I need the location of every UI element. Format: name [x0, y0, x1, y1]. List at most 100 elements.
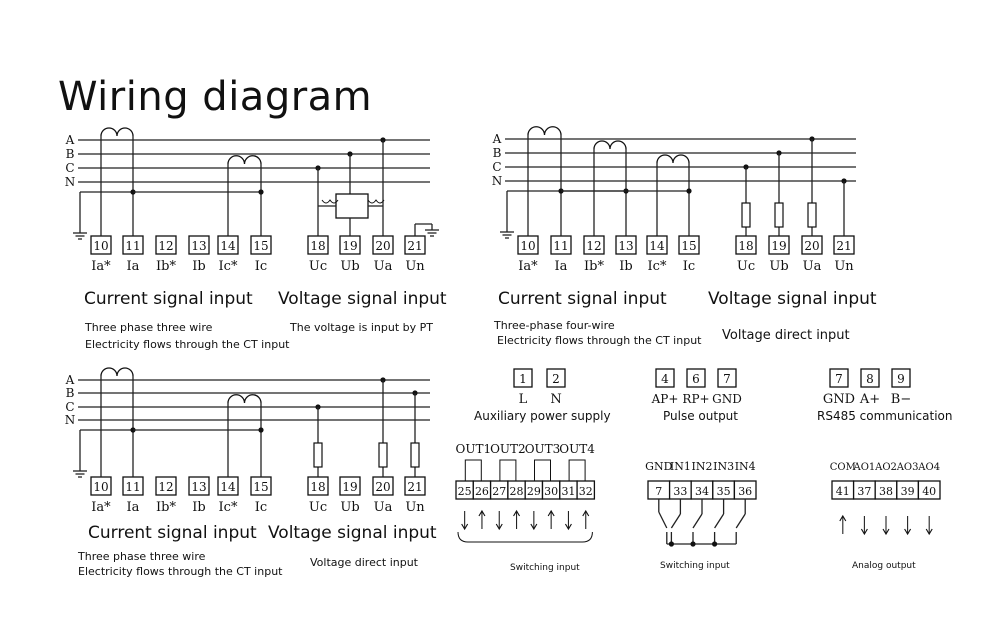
sw-out-caption: Switching input — [510, 563, 580, 573]
analog-caption: Analog output — [852, 561, 916, 571]
d2-fuse-0 — [741, 202, 751, 228]
sw-out-brace — [457, 531, 593, 543]
d1-ct-c-dot — [258, 189, 264, 195]
d1-terminal-10-number: 10 — [93, 239, 108, 253]
d2-ct-c-dot — [686, 188, 692, 194]
pulse-label-7: GND — [712, 392, 742, 406]
sw-out-arrow-27-head — [495, 523, 503, 531]
d1-ct-a — [100, 127, 134, 137]
d2-note-line2: Electricity flows through the CT input — [497, 334, 702, 347]
d2-terminal-11-number: 11 — [553, 239, 568, 253]
d2-current-heading: Current signal input — [498, 289, 667, 309]
pulse-terminal-7-box — [717, 368, 737, 388]
d1-pt-transformer — [335, 193, 369, 219]
d2-terminal-21-number: 21 — [836, 239, 851, 253]
aux-caption: Auxiliary power supply — [474, 409, 611, 423]
d3-terminal-label-21: Un — [405, 500, 425, 515]
sw-out-terminal-30-number: 30 — [544, 485, 558, 498]
sw-out-terminal-29-number: 29 — [527, 485, 541, 498]
sw-out-terminal-26-number: 26 — [475, 485, 489, 498]
d3-current-heading: Current signal input — [88, 523, 257, 543]
d1-note-line2: Electricity flows through the CT input — [85, 338, 290, 351]
d1-terminal-label-15: Ic — [255, 259, 267, 274]
sw-out-group-OUT4: OUT4 — [559, 442, 595, 456]
d3-terminal-label-18: Uc — [309, 500, 327, 515]
sw-out-arrow-29-head — [530, 523, 538, 531]
d1-terminal-15-number: 15 — [253, 239, 268, 253]
pulse-label-4: AP+ — [651, 392, 679, 406]
analog-label-COM: COM — [830, 462, 856, 473]
sw-in-label-IN2: IN2 — [692, 460, 713, 473]
sw-in-switch-1 — [670, 513, 681, 529]
analog-arrow-41-head — [839, 514, 847, 522]
sw-in-terminal-36-number: 36 — [738, 485, 752, 498]
d2-phase-label-A: A — [492, 132, 502, 146]
d3-terminal-15-number: 15 — [253, 480, 268, 494]
rs485-label-7: GND — [823, 392, 855, 407]
d1-pt-coil-r — [367, 199, 385, 204]
d3-terminal-19-box — [339, 476, 361, 496]
analog-terminal-37-number: 37 — [857, 485, 871, 498]
d3-terminal-label-11: Ia — [127, 500, 140, 515]
rs485-caption: RS485 communication — [817, 409, 953, 423]
d3-terminal-label-13: Ib — [192, 500, 205, 515]
d3-fuse-0 — [313, 442, 323, 468]
d2-voltage-heading: Voltage signal input — [708, 289, 877, 309]
analog-arrow-37-head — [860, 528, 868, 536]
analog-label-AO3: AO3 — [896, 462, 919, 473]
sw-out-bracket-OUT4 — [568, 459, 586, 481]
sw-in-terminal-7-number: 7 — [655, 485, 662, 498]
analog-label-AO1: AO1 — [853, 462, 876, 473]
d1-terminal-label-13: Ib — [192, 259, 205, 274]
d3-terminal-20-number: 20 — [375, 480, 390, 494]
d3-terminal-12-box — [155, 476, 177, 496]
sw-in-label-IN4: IN4 — [735, 460, 756, 473]
d2-terminal-label-20: Ua — [803, 259, 822, 274]
analog-label-AO2: AO2 — [874, 462, 897, 473]
sw-in-terminal-35-number: 35 — [717, 485, 731, 498]
d3-phase-label-C: C — [65, 400, 74, 414]
sw-out-group-OUT1: OUT1 — [456, 442, 492, 456]
rs485-terminal-9-number: 9 — [897, 372, 905, 386]
analog-terminal-40-number: 40 — [922, 485, 936, 498]
d1-terminal-label-12: Ib* — [156, 259, 176, 274]
d3-terminal-10-number: 10 — [93, 480, 108, 494]
sw-out-terminal-28-number: 28 — [510, 485, 524, 498]
d1-phase-label-N: N — [65, 175, 76, 189]
rs485-terminal-9-box — [891, 368, 911, 388]
d2-fuse-2 — [807, 202, 817, 228]
analog-label-AO4: AO4 — [917, 462, 940, 473]
d1-voltage-note: The voltage is input by PT — [290, 321, 433, 334]
d3-terminal-label-14: Ic* — [219, 500, 238, 515]
pulse-terminal-4-box — [655, 368, 675, 388]
rs485-terminal-7-box — [829, 368, 849, 388]
d2-terminal-label-12: Ib* — [584, 259, 604, 274]
d1-terminal-label-18: Uc — [309, 259, 327, 274]
rs485-terminal-7-number: 7 — [835, 372, 843, 386]
aux-terminal-1-number: 1 — [519, 372, 527, 386]
d3-phase-label-A: A — [65, 373, 75, 387]
d3-terminal-13-box — [188, 476, 210, 496]
d2-ct-b — [593, 140, 627, 150]
d2-terminal-label-18: Uc — [737, 259, 755, 274]
sw-in-dot-3 — [712, 541, 718, 547]
d1-pt-coil-l — [321, 199, 339, 204]
d1-terminal-21-number: 21 — [407, 239, 422, 253]
sw-out-bracket-OUT3 — [534, 459, 551, 481]
d3-note-line1: Three phase three wire — [78, 550, 206, 563]
d2-fuse-1 — [774, 202, 784, 228]
pulse-caption: Pulse output — [663, 409, 738, 423]
d1-phase-label-B: B — [66, 147, 75, 161]
d1-ct-c — [227, 155, 262, 165]
aux-terminal-2-number: 2 — [552, 372, 560, 386]
sw-out-group-OUT2: OUT2 — [490, 442, 526, 456]
sw-out-terminal-25-number: 25 — [458, 485, 472, 498]
d1-terminal-13-box — [188, 235, 210, 255]
aux-terminal-2-box — [546, 368, 566, 388]
analog-terminal-39-number: 39 — [901, 485, 915, 498]
sw-out-terminal-31-number: 31 — [561, 485, 575, 498]
d1-terminal-13-number: 13 — [191, 239, 206, 253]
sw-out-arrow-30-head — [547, 509, 555, 517]
